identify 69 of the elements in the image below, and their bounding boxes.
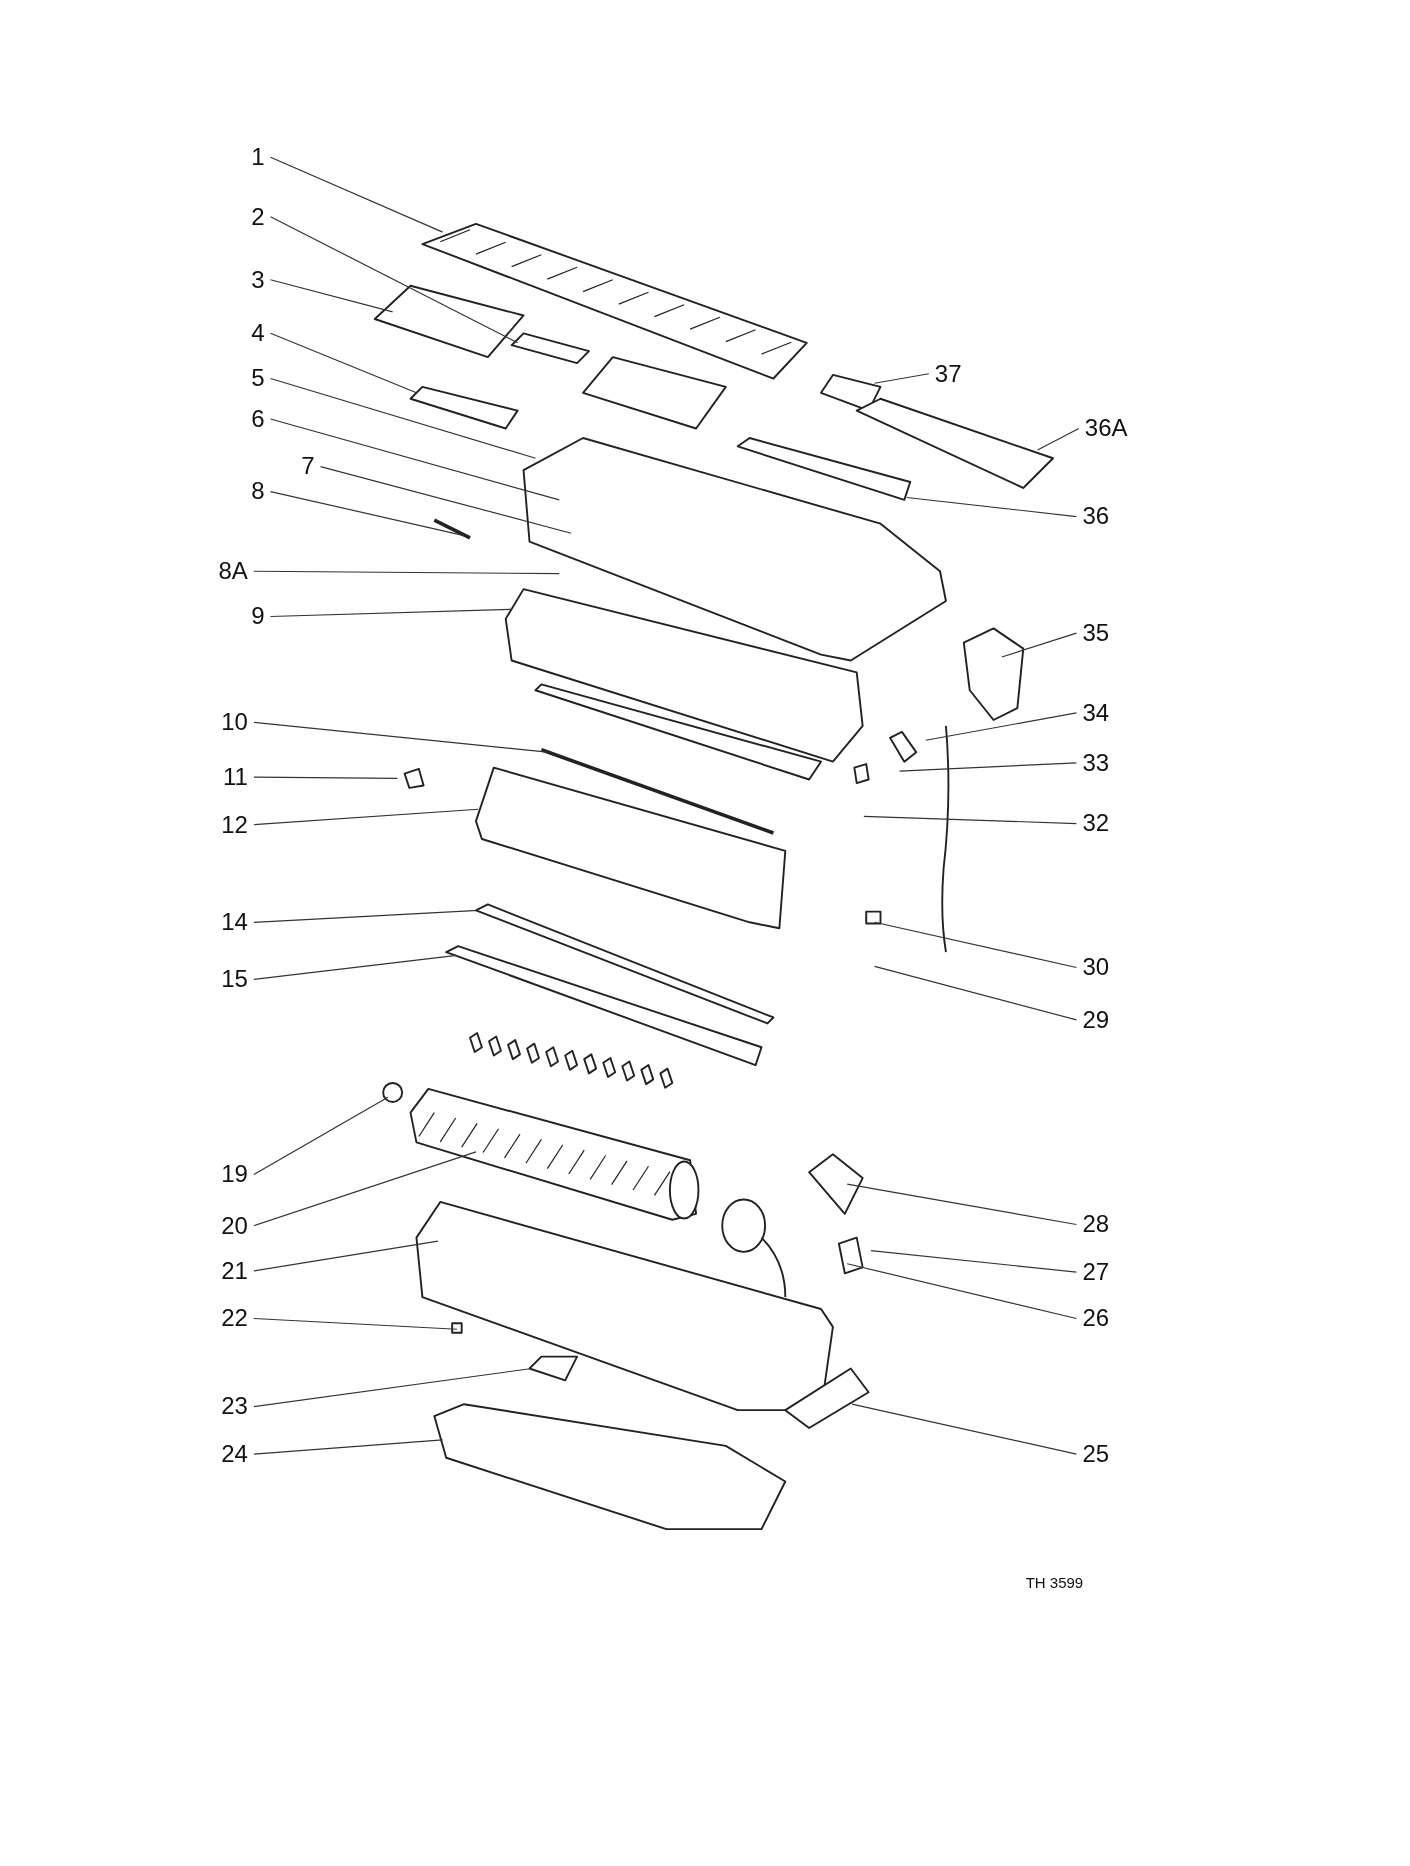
leader-line bbox=[906, 496, 1077, 518]
leader-line bbox=[873, 373, 930, 384]
leader-line bbox=[269, 608, 513, 618]
callout-number: 28 bbox=[1080, 1211, 1112, 1238]
leader-line bbox=[1001, 632, 1077, 658]
drawing-reference-number: TH 3599 bbox=[1025, 1573, 1084, 1591]
callout-number: 8 bbox=[249, 478, 267, 505]
leader-line bbox=[269, 490, 465, 537]
callout-number: 27 bbox=[1080, 1258, 1112, 1285]
leader-line bbox=[851, 1403, 1077, 1455]
leader-line bbox=[925, 712, 1077, 741]
leader-line bbox=[269, 279, 394, 313]
callout-number: 8A bbox=[216, 558, 250, 585]
leader-line bbox=[898, 762, 1077, 772]
callout-number: 26 bbox=[1080, 1305, 1112, 1332]
leader-line bbox=[269, 156, 444, 233]
leader-line bbox=[253, 909, 479, 923]
leader-line bbox=[863, 815, 1077, 825]
leader-line bbox=[873, 965, 1077, 1021]
leader-line bbox=[253, 1439, 444, 1455]
leader-line bbox=[319, 465, 572, 534]
leader-line bbox=[870, 1250, 1077, 1273]
callout-number: 3 bbox=[249, 266, 267, 293]
callout-number: 5 bbox=[249, 365, 267, 392]
callout-number: 9 bbox=[249, 603, 267, 630]
callout-number: 11 bbox=[220, 764, 250, 790]
callout-number: 29 bbox=[1080, 1006, 1112, 1033]
leader-line bbox=[846, 1263, 1077, 1320]
callout-number: 24 bbox=[219, 1441, 250, 1467]
callout-number: 6 bbox=[249, 405, 267, 432]
leader-line bbox=[269, 377, 537, 459]
callout-number: 4 bbox=[249, 320, 267, 347]
leader-line bbox=[1036, 427, 1080, 451]
leader-line bbox=[253, 570, 560, 575]
callout-number: 34 bbox=[1080, 699, 1112, 726]
callout-number: 14 bbox=[219, 909, 250, 936]
leader-line bbox=[269, 332, 418, 394]
leader-line bbox=[253, 1367, 533, 1408]
leader-line bbox=[253, 1096, 389, 1176]
leader-line bbox=[873, 921, 1077, 969]
leader-line bbox=[253, 955, 456, 980]
callout-number: 33 bbox=[1080, 749, 1112, 776]
leader-line bbox=[846, 1183, 1077, 1226]
callout-number: 19 bbox=[219, 1161, 250, 1188]
callout-number: 20 bbox=[219, 1212, 250, 1239]
callout-number: 7 bbox=[299, 453, 317, 480]
leader-line bbox=[253, 721, 548, 753]
leader-line bbox=[253, 776, 398, 779]
callout-number: 36A bbox=[1082, 415, 1130, 442]
leader-line bbox=[269, 216, 519, 344]
callout-number: 35 bbox=[1080, 620, 1112, 646]
leader-line bbox=[253, 1151, 477, 1227]
callout-number: 2 bbox=[249, 203, 267, 230]
callout-number: 15 bbox=[219, 966, 250, 993]
callout-number: 22 bbox=[219, 1305, 250, 1332]
leader-line bbox=[253, 1317, 458, 1330]
callout-number: 32 bbox=[1080, 810, 1112, 837]
callout-number: 25 bbox=[1080, 1441, 1112, 1467]
leader-line bbox=[269, 418, 560, 501]
leader-line bbox=[253, 808, 479, 826]
callout-number: 21 bbox=[219, 1257, 250, 1284]
callout-number: 37 bbox=[932, 360, 964, 387]
callout-number: 10 bbox=[219, 709, 250, 736]
callout-number: 23 bbox=[219, 1393, 250, 1420]
leader-line bbox=[253, 1240, 439, 1272]
callout-number: 12 bbox=[219, 811, 250, 838]
callout-number: 36 bbox=[1080, 503, 1112, 530]
callout-number: 1 bbox=[249, 144, 267, 171]
callout-number: 30 bbox=[1080, 954, 1112, 981]
